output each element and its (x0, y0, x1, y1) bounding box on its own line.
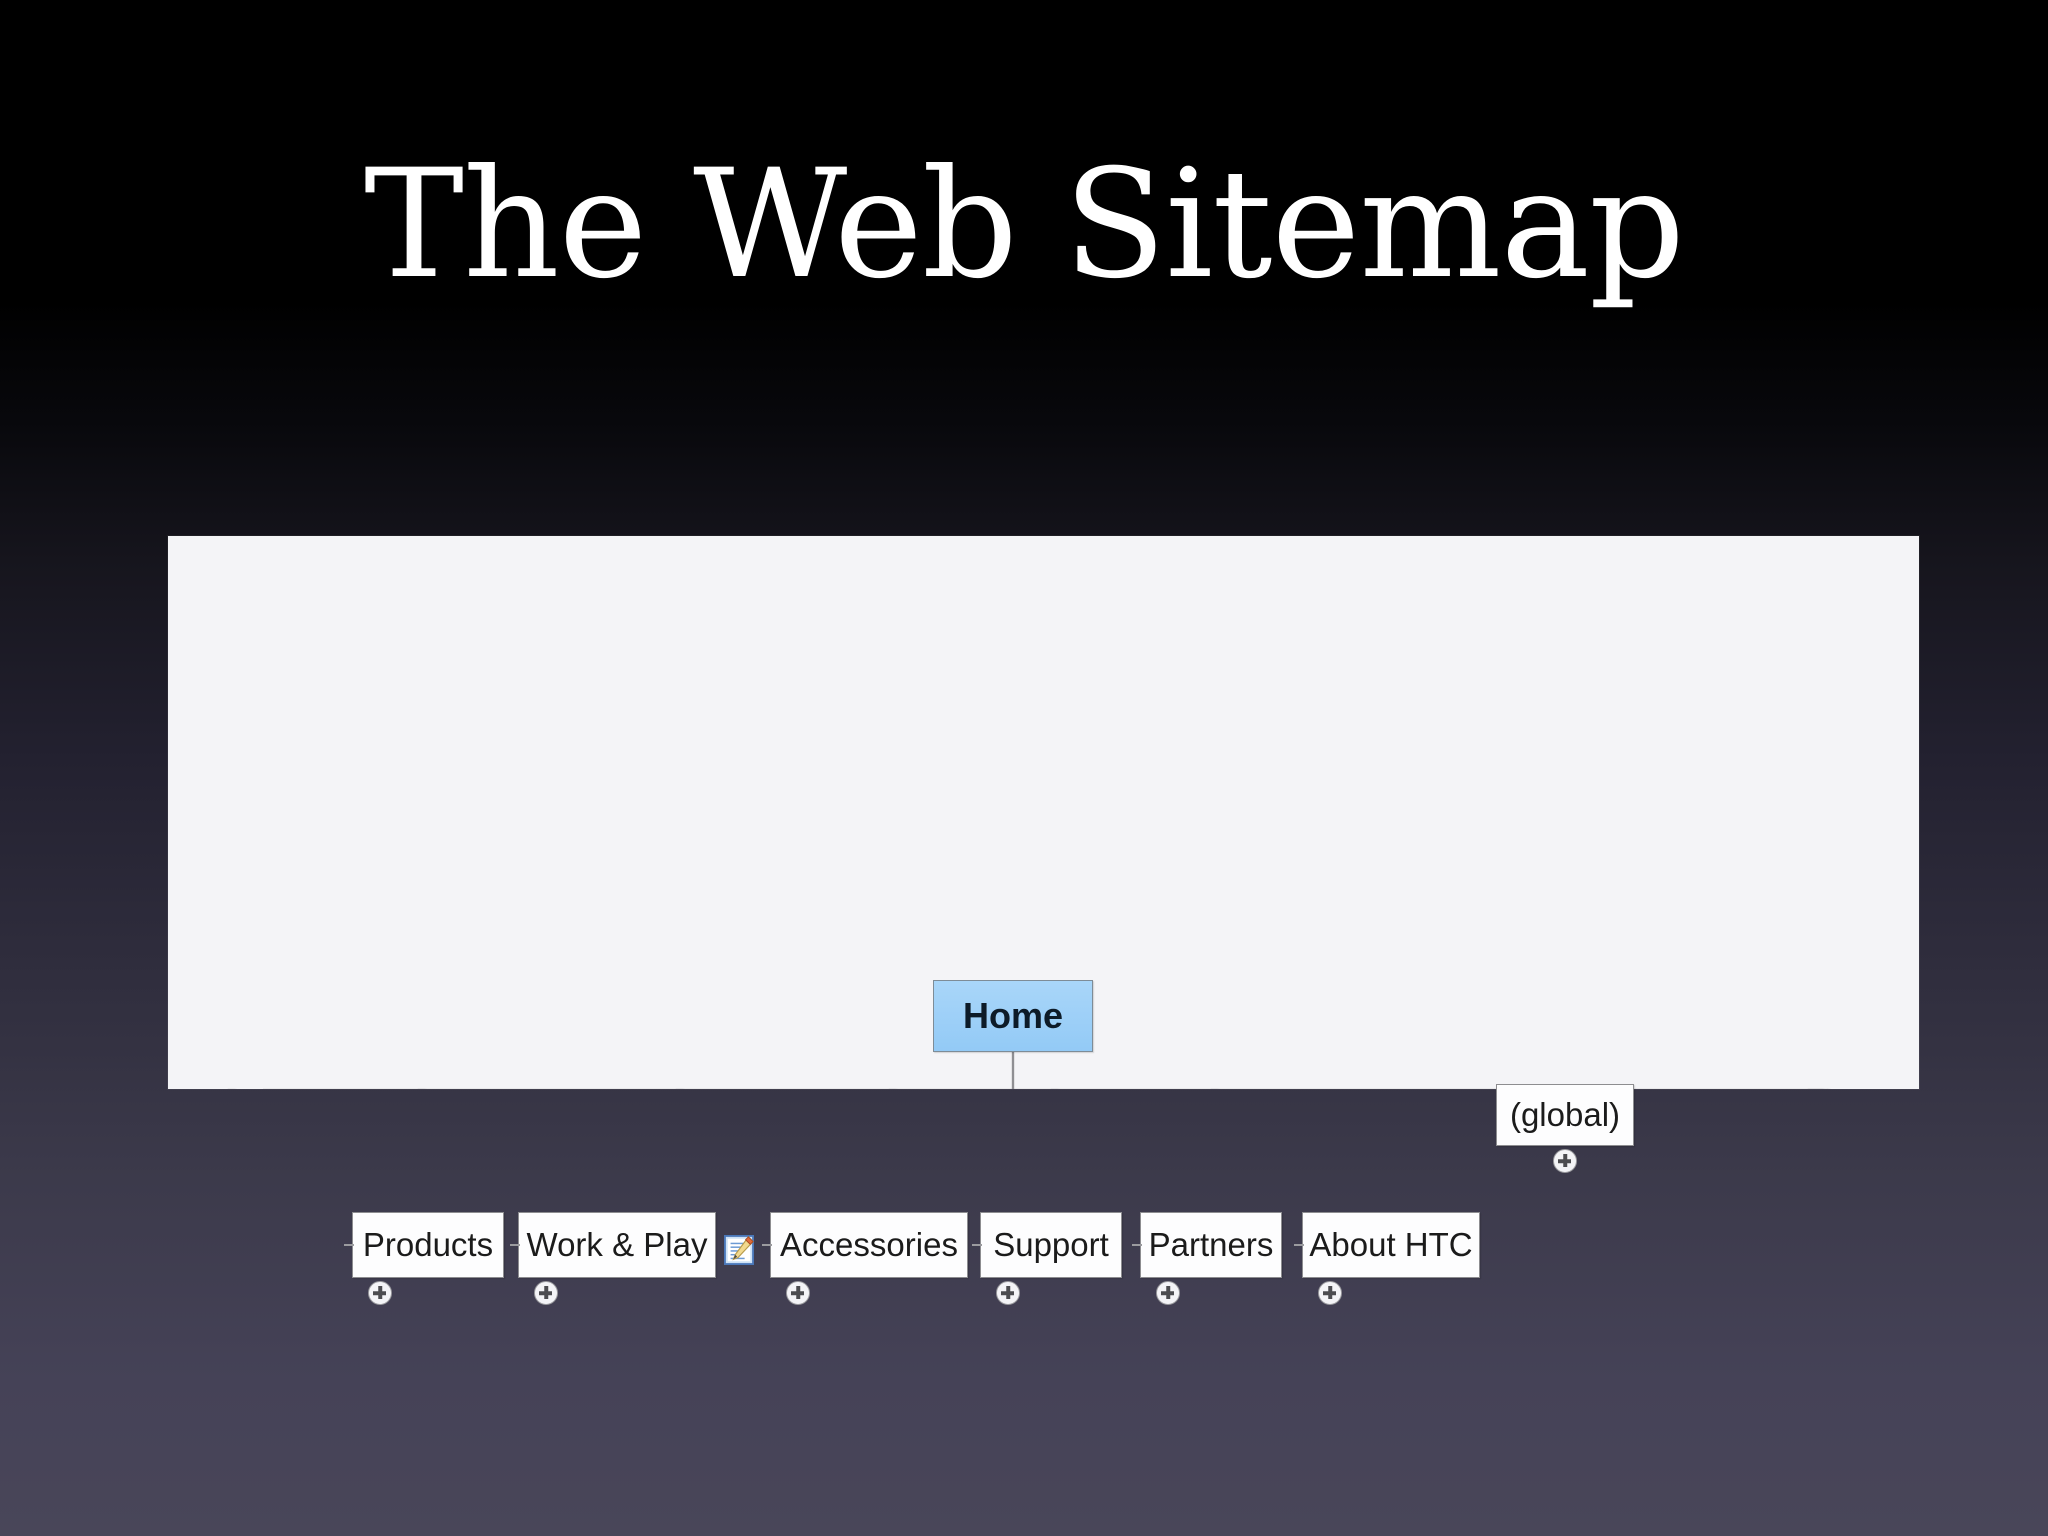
sitemap-node-products[interactable]: Products (352, 1212, 504, 1278)
expand-badge-partners[interactable] (1156, 1281, 1180, 1305)
sitemap-node-label: (global) (1509, 1096, 1621, 1133)
expand-badge-support[interactable] (996, 1281, 1020, 1305)
sitemap-node-label: Support (993, 1226, 1109, 1263)
sitemap-node-partners[interactable]: Partners (1140, 1212, 1282, 1278)
sitemap-diagram-panel: Home Products Work & Play (168, 536, 1919, 1305)
sitemap-node-label: Home (962, 995, 1064, 1036)
sitemap-node-label: Partners (1148, 1226, 1274, 1263)
sitemap-node-label: Products (362, 1226, 494, 1263)
edge-tick-accessories (762, 1244, 772, 1246)
note-pencil-icon[interactable] (724, 1235, 754, 1265)
sitemap-node-support[interactable]: Support (980, 1212, 1122, 1278)
sitemap-node-work-and-play[interactable]: Work & Play (518, 1212, 716, 1278)
sitemap-node-home[interactable]: Home (933, 980, 1093, 1052)
edge-tick-support (972, 1244, 982, 1246)
expand-badge-accessories[interactable] (786, 1281, 810, 1305)
sitemap-node-accessories[interactable]: Accessories (770, 1212, 968, 1278)
sitemap-canvas: Home Products Work & Play (168, 536, 1919, 1305)
sitemap-node-label: About HTC (1309, 1226, 1473, 1263)
sitemap-node-about-htc[interactable]: About HTC (1302, 1212, 1480, 1278)
expand-badge-about-htc[interactable] (1318, 1281, 1342, 1305)
edge-tick-about-htc (1294, 1244, 1304, 1246)
edge-tick-products (344, 1244, 354, 1246)
edge-tick-work-and-play (510, 1244, 520, 1246)
expand-badge-work-and-play[interactable] (534, 1281, 558, 1305)
sitemap-node-label: Work & Play (526, 1226, 708, 1263)
sitemap-node-global[interactable]: (global) (1496, 1084, 1634, 1146)
expand-badge-products[interactable] (368, 1281, 392, 1305)
sitemap-node-label: Accessories (780, 1226, 958, 1263)
page-title: The Web Sitemap (364, 138, 1685, 312)
expand-badge-global[interactable] (1553, 1149, 1577, 1173)
edge-tick-partners (1132, 1244, 1142, 1246)
